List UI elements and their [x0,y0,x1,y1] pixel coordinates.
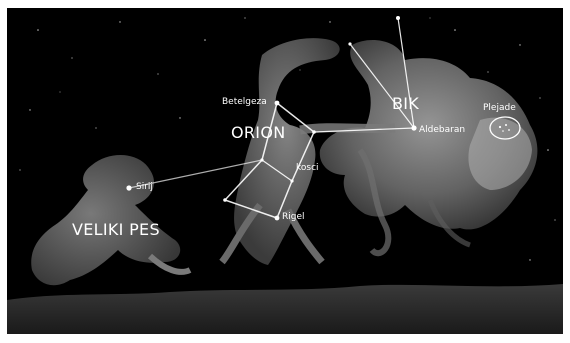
belt-star [290,179,293,182]
sirij-label: Sirij [136,183,153,192]
plejade-label: Plejade [483,104,516,113]
bik-label: BIK [392,96,419,112]
betelgeza-star [275,101,280,106]
belt-star [260,158,263,161]
rigel-label: Rigel [282,213,305,222]
betelgeza-label: Betelgeza [222,98,267,107]
rigel-star [275,216,280,221]
kosci-label: kosci [296,164,319,173]
top-star [396,16,400,20]
aldebaran-star [411,125,416,130]
saiph-star [223,198,227,202]
orion-label: ORION [231,125,286,141]
sirij-star [126,185,131,190]
bellatrix-star [312,130,316,134]
veliki-pes-label: VELIKI PES [72,222,160,238]
aldebaran-label: Aldebaran [419,126,465,135]
